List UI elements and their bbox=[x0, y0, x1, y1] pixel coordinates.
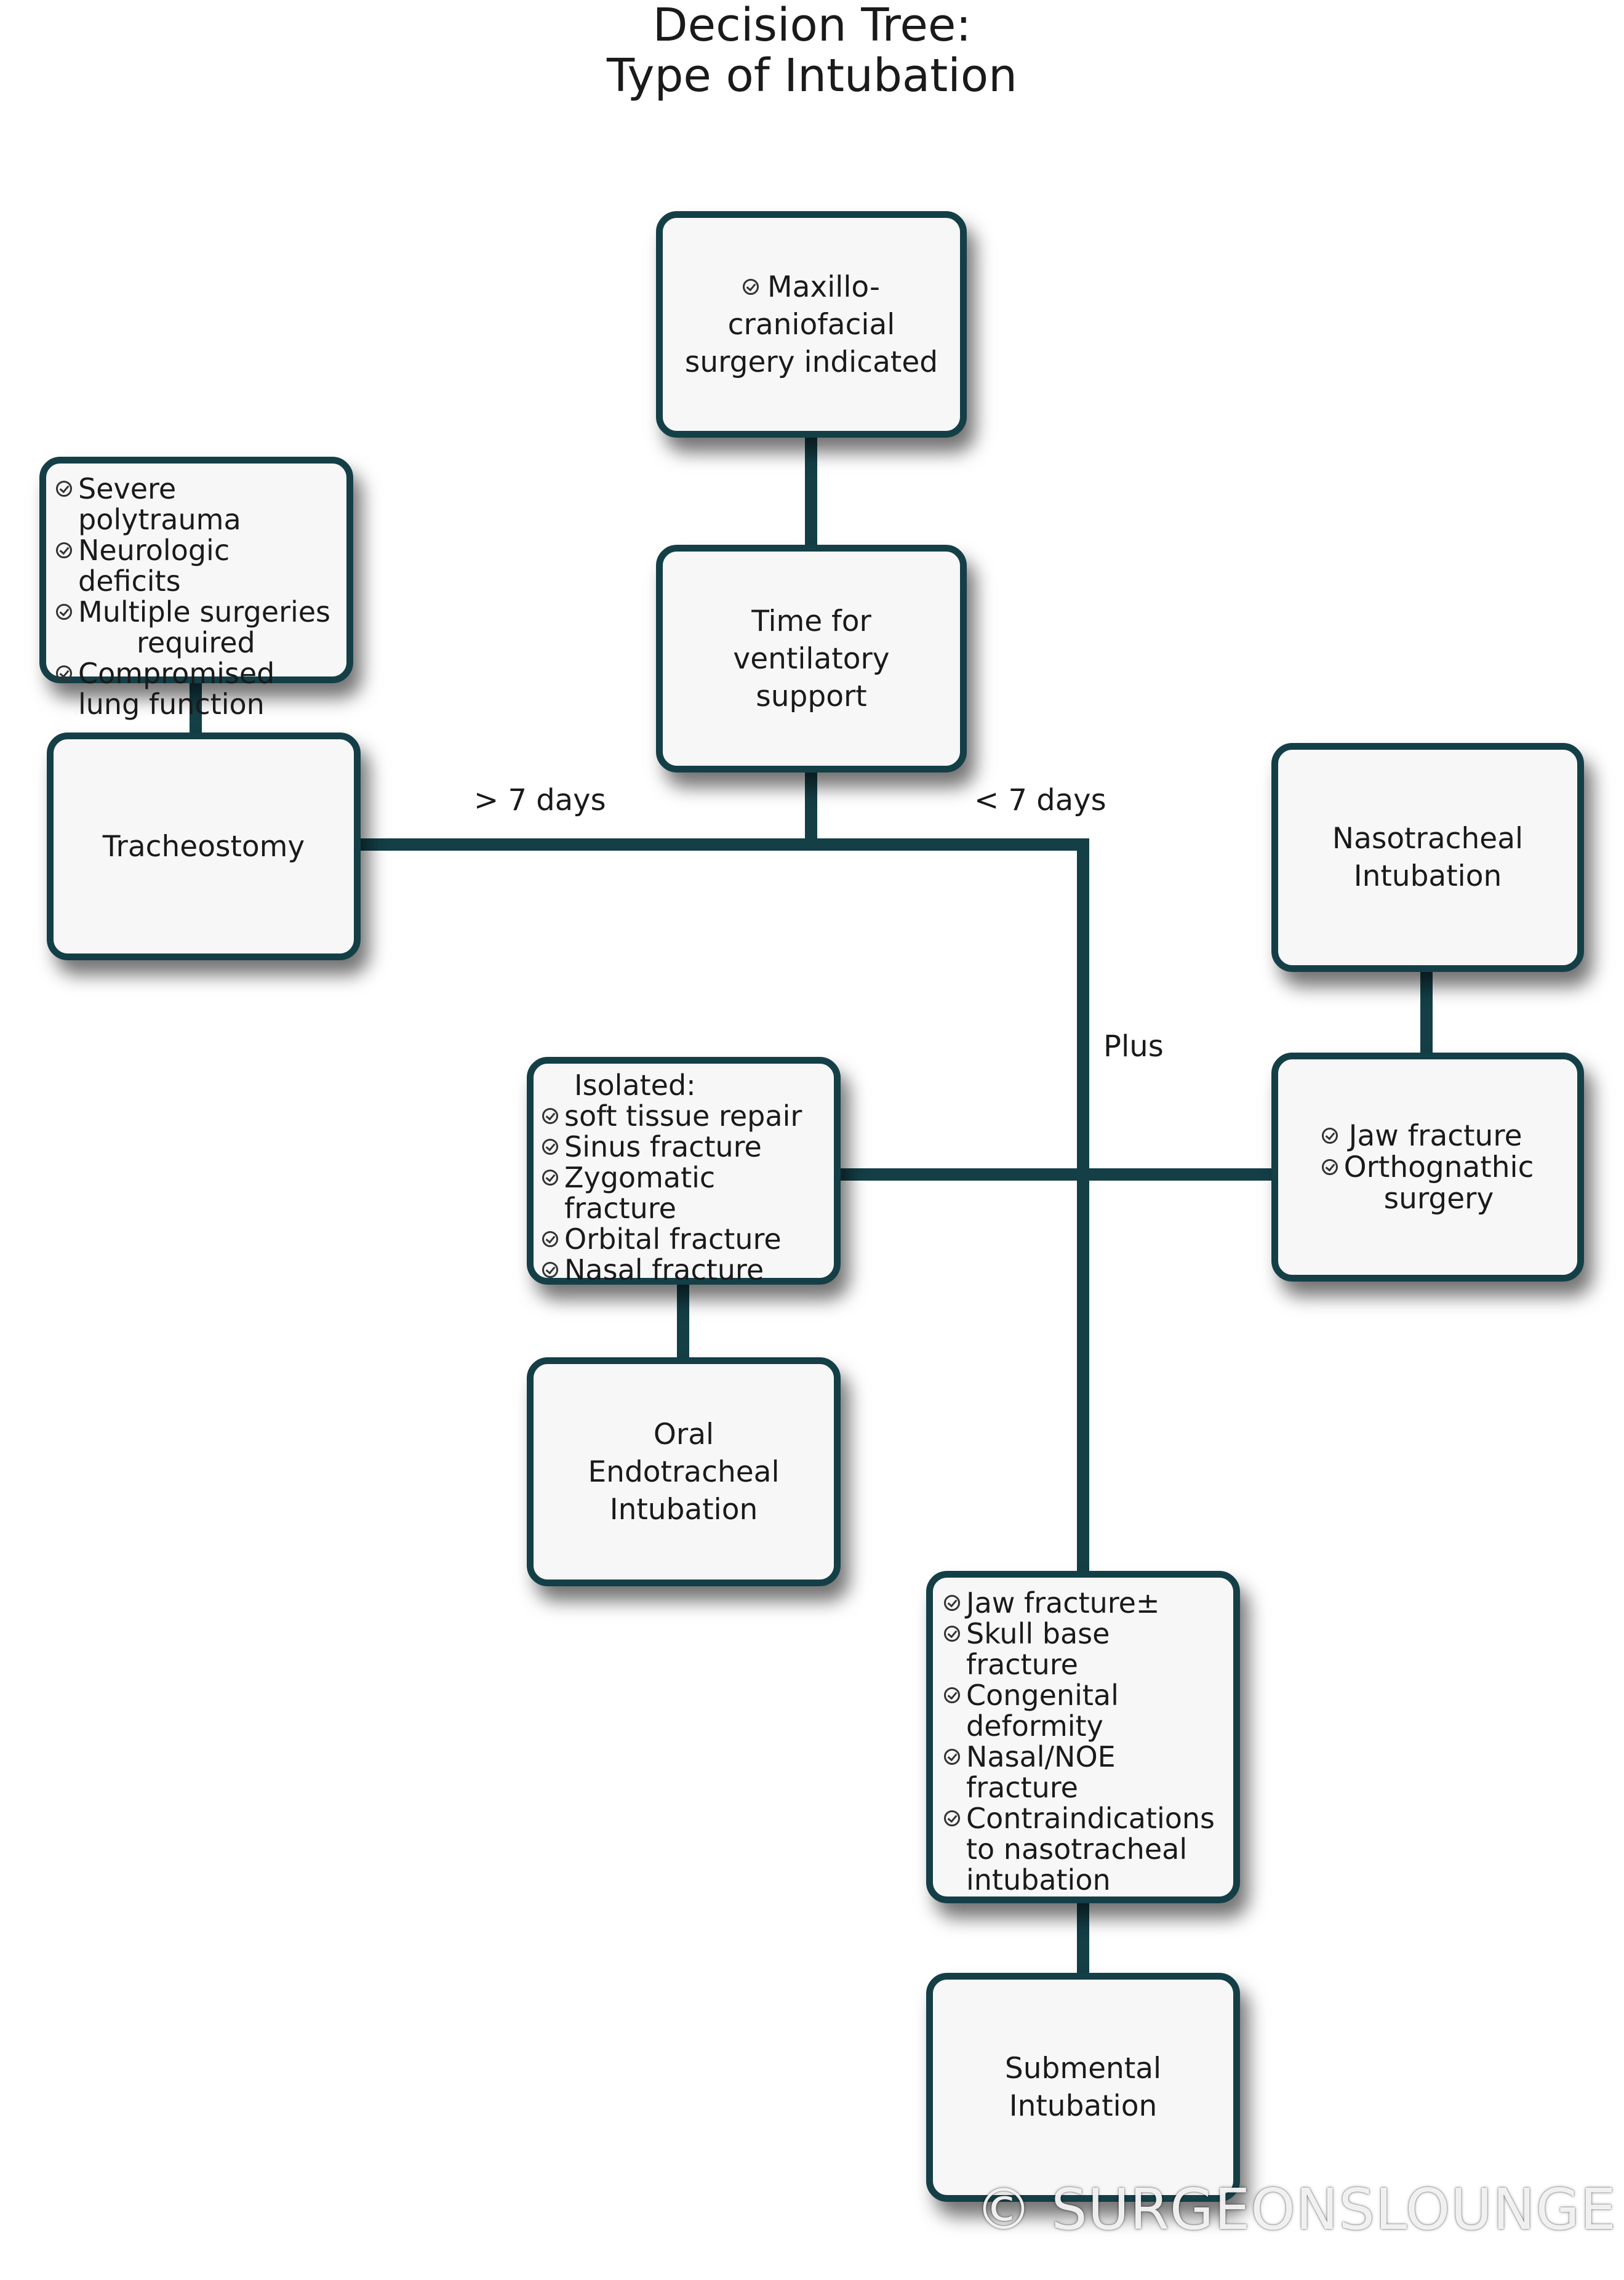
list-item: Orthognathic surgery bbox=[1321, 1152, 1534, 1214]
list-item: Compromised lung function bbox=[56, 658, 340, 720]
maxillo-line-3: surgery indicated bbox=[684, 345, 938, 379]
check-circle-icon bbox=[542, 1139, 558, 1155]
oral-line-3: Intubation bbox=[609, 1492, 758, 1527]
node-maxillo-craniofacial: Maxillo- craniofacial surgery indicated bbox=[656, 211, 967, 438]
tracheostomy-label: Tracheostomy bbox=[102, 829, 305, 864]
ventilatory-line-2: ventilatory bbox=[733, 641, 890, 676]
node-oral-endotracheal-intubation: Oral Endotracheal Intubation bbox=[527, 1357, 841, 1586]
list-item: Multiple surgeries required bbox=[56, 596, 340, 658]
node-submental-criteria: Jaw fracture± Skull base fracture Congen… bbox=[926, 1571, 1240, 1903]
nasotracheal-line-1: Nasotracheal bbox=[1332, 822, 1524, 856]
isolated-heading: Isolated: bbox=[574, 1069, 696, 1102]
node-jaw-orthognathic-criteria: Jaw fracture Orthognathic surgery bbox=[1271, 1053, 1584, 1282]
list-item: Neurologic deficits bbox=[56, 535, 340, 596]
check-circle-icon bbox=[56, 665, 72, 681]
list-item: Nasal/NOE fracture bbox=[944, 1741, 1227, 1803]
node-nasotracheal-intubation: Nasotracheal Intubation bbox=[1271, 743, 1584, 972]
check-circle-icon bbox=[56, 481, 72, 497]
edge-label-over-7-days: > 7 days bbox=[474, 783, 606, 817]
maxillo-line-2: craniofacial bbox=[727, 307, 895, 342]
diagram-title: Decision Tree: Type of Intubation bbox=[0, 0, 1624, 111]
check-circle-icon bbox=[542, 1231, 558, 1247]
list-item: Orbital fracture bbox=[542, 1224, 828, 1254]
check-circle-icon bbox=[56, 604, 72, 620]
list-item: soft tissue repair bbox=[542, 1101, 828, 1131]
node-submental-intubation: Submental Intubation bbox=[926, 1973, 1240, 2202]
ventilatory-line-1: Time for bbox=[751, 604, 871, 638]
maxillo-line-1: Maxillo- bbox=[743, 268, 880, 306]
check-circle-icon bbox=[542, 1262, 558, 1278]
list-item: Sinus fracture bbox=[542, 1131, 828, 1162]
node-isolated-criteria: Isolated: soft tissue repair Sinus fract… bbox=[527, 1057, 841, 1285]
list-item: Nasal fracture bbox=[542, 1254, 828, 1285]
title-line-2: Type of Intubation bbox=[606, 49, 1018, 102]
check-circle-icon bbox=[743, 279, 759, 295]
check-circle-icon bbox=[56, 542, 72, 558]
list-item: Jaw fracture bbox=[1321, 1120, 1522, 1152]
submental-line-2: Intubation bbox=[1009, 2089, 1158, 2123]
list-item: Zygomatic fracture bbox=[542, 1162, 828, 1224]
check-circle-icon bbox=[542, 1170, 558, 1186]
check-circle-icon bbox=[1321, 1127, 1338, 1144]
oral-line-2: Endotracheal bbox=[588, 1455, 780, 1489]
check-circle-icon bbox=[944, 1595, 960, 1611]
list-item: Severe polytrauma bbox=[56, 473, 340, 535]
edge-label-under-7-days: < 7 days bbox=[974, 783, 1106, 817]
submental-line-1: Submental bbox=[1004, 2052, 1162, 2085]
list-item: Jaw fracture± bbox=[944, 1588, 1227, 1618]
list-item: Skull base fracture bbox=[944, 1618, 1227, 1680]
check-circle-icon bbox=[542, 1108, 558, 1124]
node-tracheostomy-criteria: Severe polytrauma Neurologic deficits Mu… bbox=[39, 457, 353, 720]
check-circle-icon bbox=[1321, 1158, 1338, 1175]
check-circle-icon bbox=[944, 1687, 960, 1703]
title-line-1: Decision Tree: bbox=[652, 0, 972, 52]
check-circle-icon bbox=[944, 1749, 960, 1765]
edge-label-plus: Plus bbox=[1103, 1029, 1164, 1064]
node-ventilatory-support: Time for ventilatory support bbox=[656, 545, 967, 773]
check-circle-icon bbox=[944, 1810, 960, 1826]
list-item: Contraindications to nasotracheal intuba… bbox=[944, 1803, 1227, 1895]
node-tracheostomy: Tracheostomy bbox=[47, 733, 361, 960]
oral-line-1: Oral bbox=[653, 1417, 714, 1451]
ventilatory-line-3: support bbox=[756, 679, 867, 713]
list-item: Congenital deformity bbox=[944, 1680, 1227, 1741]
nasotracheal-line-2: Intubation bbox=[1353, 859, 1502, 893]
check-circle-icon bbox=[944, 1626, 960, 1642]
watermark: © SURGEONSLOUNGE bbox=[975, 2177, 1617, 2242]
